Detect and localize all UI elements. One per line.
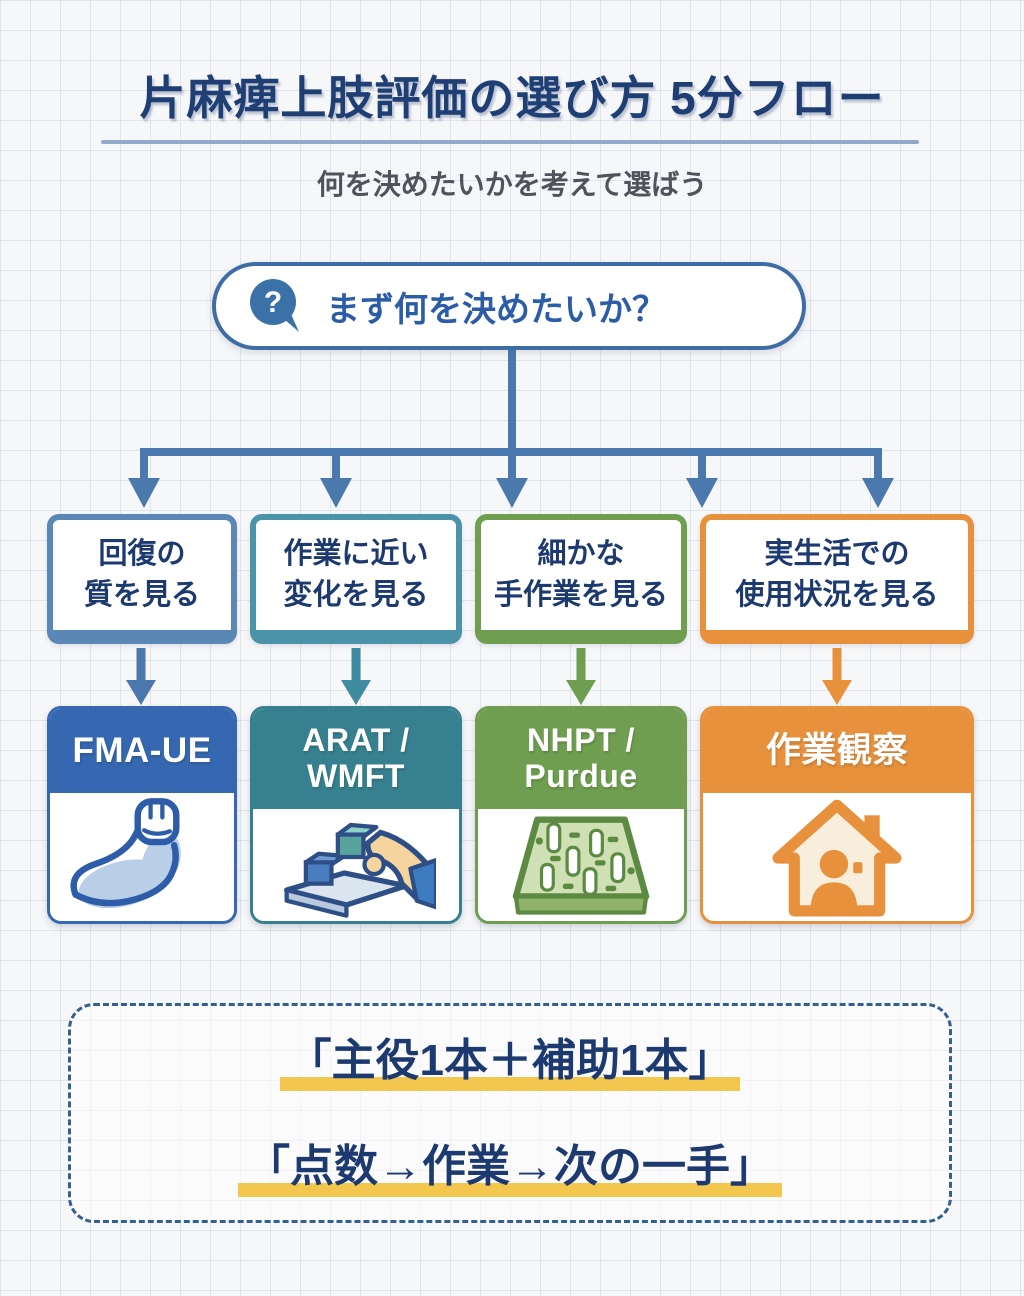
tool-card-occupation-observation: 作業観察 [700, 706, 974, 924]
branch-label: 細かな [537, 538, 625, 571]
branch-box-task-change: 作業に近い 変化を見る [250, 514, 462, 644]
branch-arrow-icons [128, 448, 894, 508]
pegboard-icon [512, 816, 650, 915]
branch-label: 質を見る [83, 579, 200, 611]
hand-grasping-blocks-icon [284, 822, 436, 918]
title-underline [101, 140, 919, 144]
summary-line-2: 「点数→作業→次の一手」 [238, 1130, 782, 1202]
question-label: まず何を決めたいか？ [326, 290, 666, 329]
tool-card-fma-ue: FMA-UE [47, 706, 237, 924]
house-with-person-icon [772, 799, 902, 917]
page-subtitle: 何を決めたいかを考えて選ばう [316, 169, 708, 200]
branch-label: 手作業を見る [493, 579, 668, 611]
branch-box-recovery-quality: 回復の 質を見る [47, 514, 237, 644]
flexed-arm-icon [70, 798, 181, 909]
summary-line-1: 「主役1本＋補助1本」 [279, 1024, 741, 1096]
branch-box-fine-hand-work: 細かな 手作業を見る [475, 514, 687, 644]
branch-label: 使用状況を見る [735, 579, 939, 611]
tool-card-title: 作業観察 [703, 709, 971, 793]
summary-box: 「主役1本＋補助1本」 「点数→作業→次の一手」 [68, 1003, 952, 1223]
tool-card-nhpt-purdue: NHPT / Purdue [475, 706, 687, 924]
svg-text:?: ? [264, 286, 282, 319]
question-speech-bubble-icon: ? [250, 279, 299, 332]
page-title: 片麻痺上肢評価の選び方 5分フロー [139, 72, 885, 124]
tool-card-title: ARAT / WMFT [253, 709, 459, 809]
branch-label: 作業に近い [283, 538, 429, 571]
box-to-card-arrow-icons [126, 648, 852, 705]
question-bubble: ? まず何を決めたいか？ [212, 262, 806, 350]
branch-box-real-life-use: 実生活での 使用状況を見る [700, 514, 974, 644]
branch-label: 回復の [98, 538, 186, 571]
branch-label: 実生活での [764, 538, 910, 571]
tool-card-arat-wmft: ARAT / WMFT [250, 706, 462, 924]
tool-card-title: FMA-UE [50, 709, 234, 793]
branch-label: 変化を見る [283, 579, 429, 611]
tool-card-title: NHPT / Purdue [478, 709, 684, 809]
